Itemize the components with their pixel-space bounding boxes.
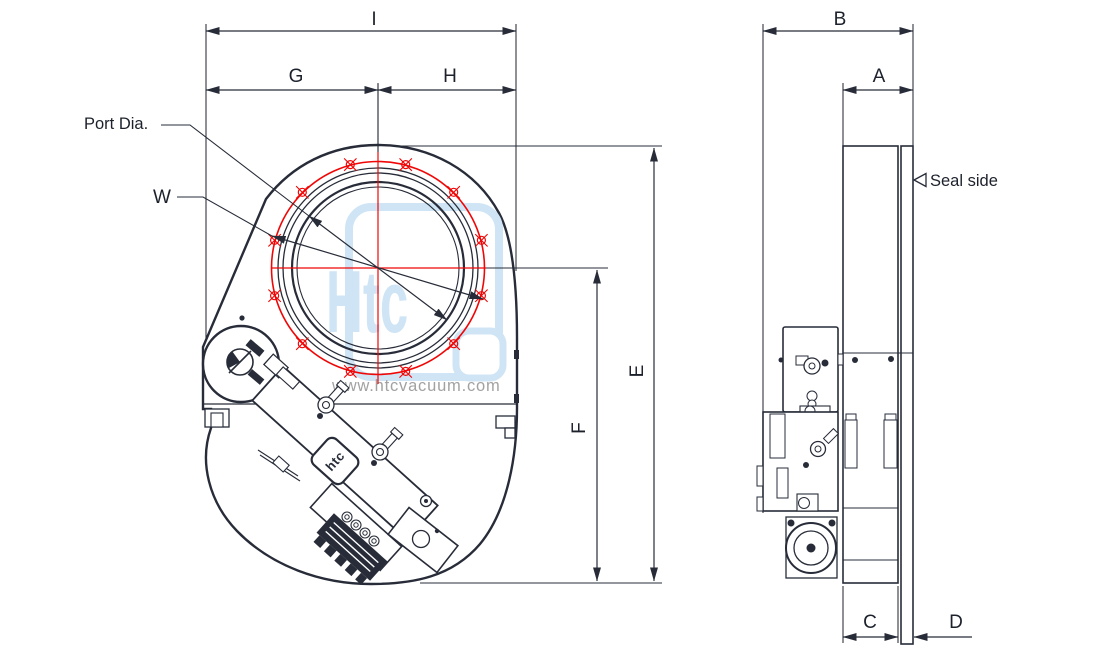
pneumatic-fitting-2	[371, 426, 404, 461]
arm-bolt	[419, 494, 433, 508]
seal-side-annotation: Seal side	[912, 172, 998, 190]
side-actuator	[756, 326, 844, 579]
mounting-tab-right	[495, 415, 516, 439]
seal-side-arrow-icon	[912, 172, 927, 188]
port-diameter-label: Port Dia.	[84, 115, 148, 133]
dim-H-label: H	[443, 66, 457, 87]
arm-brand-logo: htc	[310, 436, 360, 486]
watermark-website-text: www.htcvacuum.com	[331, 377, 501, 395]
valve-body-plate	[842, 145, 899, 584]
seal-plate	[900, 145, 914, 645]
front-view: Htc www.htcvacuum.com	[84, 9, 662, 586]
dim-B-label: B	[834, 9, 847, 30]
dim-F-label: F	[569, 422, 590, 434]
actuator-motor	[785, 516, 838, 579]
dim-I-label: I	[371, 9, 376, 30]
side-dimensions: B A C D	[762, 9, 972, 643]
watermark-logo-inner	[452, 327, 507, 382]
plate-details	[843, 352, 913, 561]
edge-nub-lower	[514, 394, 519, 403]
dim-C-label: C	[863, 612, 877, 633]
pivot-housing	[201, 315, 281, 404]
mounting-tab-left	[204, 408, 230, 428]
actuator-arm: htc	[251, 353, 460, 585]
foot-bracket	[386, 506, 460, 574]
side-view: Seal side B A C D	[756, 9, 998, 645]
seal-side-label: Seal side	[930, 172, 998, 190]
dim-A-label: A	[873, 66, 886, 87]
dim-E-label: E	[627, 365, 648, 378]
dim-G-label: G	[289, 66, 304, 87]
edge-nub-upper	[514, 350, 519, 359]
pneumatic-fitting-1	[317, 379, 350, 414]
wafer-width-label: W	[153, 187, 171, 208]
electrical-connector	[313, 513, 388, 585]
front-dimensions: I G H E F Port Dia. W	[84, 9, 662, 584]
dim-D-label: D	[949, 612, 963, 633]
body-bolt-dot	[239, 315, 245, 321]
